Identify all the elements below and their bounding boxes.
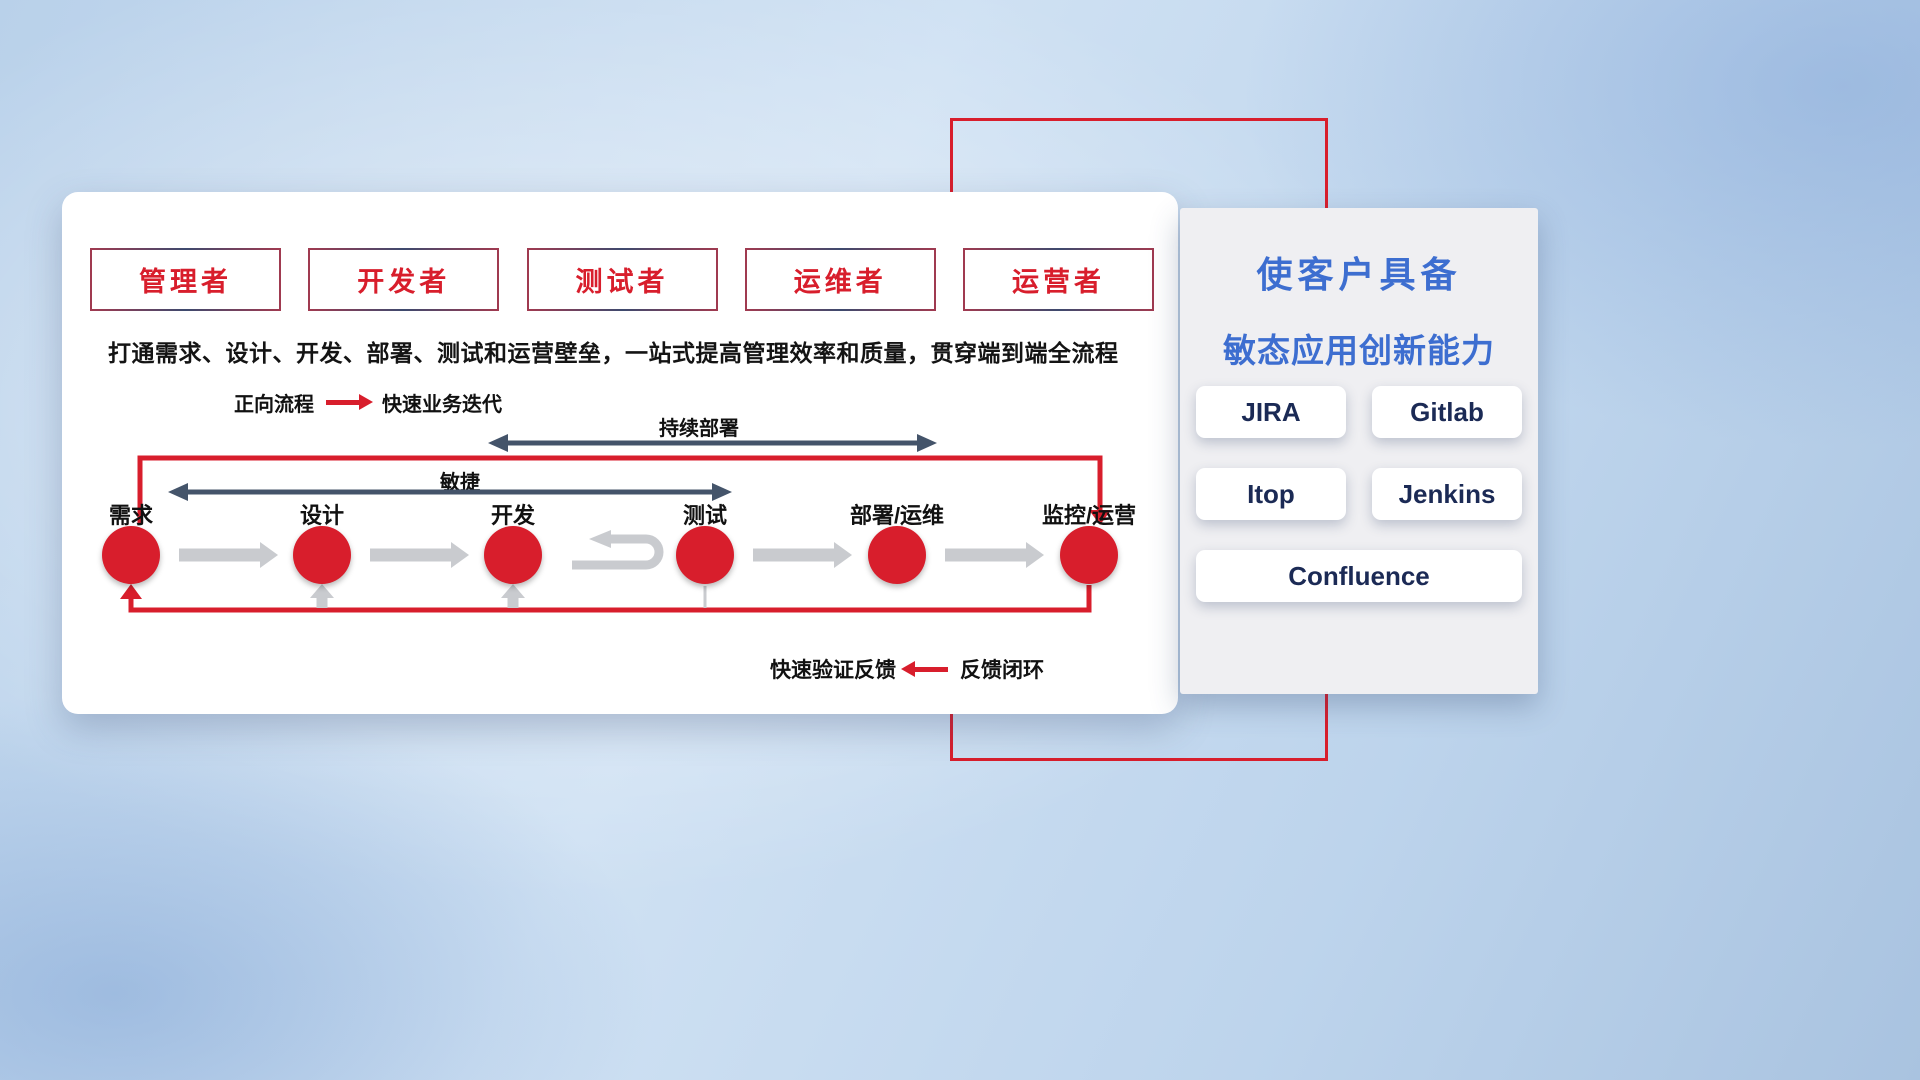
capability-panel: 使客户具备 敏态应用创新能力 JIRA Gitlab Itop Jenkins …: [1180, 208, 1538, 694]
role-label: 运营者: [1012, 267, 1105, 297]
stage-node-monitor-ops: [1060, 526, 1118, 584]
role-box-operator: 运维者: [744, 248, 936, 311]
role-label: 测试者: [575, 267, 669, 297]
stage-label-monitor-ops: 监控/运营: [1041, 503, 1137, 528]
legend-feedback-value: 反馈闭环: [960, 659, 1044, 682]
legend-feedback-label: 快速验证反馈: [770, 659, 896, 682]
stage-node-development: [484, 526, 542, 584]
legend-feedback: 快速验证反馈 反馈闭环: [770, 654, 1044, 684]
feedback-loop-arrow: [120, 584, 1092, 613]
iteration-loop-icon: [572, 530, 664, 570]
stage-label-deploy-ops: 部署/运维: [849, 503, 945, 528]
role-label: 运维者: [793, 267, 887, 297]
role-box-business-operator: 运营者: [963, 248, 1154, 311]
legend-forward-label: 正向流程: [234, 394, 314, 416]
stage-label-design: 设计: [299, 503, 345, 528]
role-box-manager: 管理者: [90, 248, 281, 311]
stage-node-testing: [676, 526, 734, 584]
role-boxes-row: 管理者 开发者 测试者 运维者 运营者: [90, 248, 1154, 311]
tool-jenkins: Jenkins: [1372, 468, 1522, 520]
devops-flow-card: 管理者 开发者 测试者 运维者 运营者 打通需求、设计、开发、部署、测试和运营壁…: [62, 192, 1178, 714]
tool-itop: Itop: [1196, 468, 1346, 520]
stage-node-requirements: [102, 526, 160, 584]
agile-label: 敏捷: [440, 472, 480, 494]
stage-label-requirements: 需求: [108, 503, 154, 528]
continuous-deploy-label: 持续部署: [659, 418, 739, 440]
forward-arrow-icon: [326, 394, 373, 410]
stage-label-development: 开发: [490, 503, 536, 528]
feedback-up-arrows: [310, 584, 707, 608]
role-label: 开发者: [357, 267, 451, 297]
tools-grid: JIRA Gitlab Itop Jenkins Confluence: [1196, 386, 1522, 602]
flow-description: 打通需求、设计、开发、部署、测试和运营壁垒，一站式提高管理效率和质量，贯穿端到端…: [108, 340, 1119, 366]
role-box-tester: 测试者: [526, 248, 718, 311]
forward-loop-arrow: [137, 455, 1111, 525]
tool-gitlab: Gitlab: [1372, 386, 1522, 438]
role-label: 管理者: [139, 267, 232, 297]
tool-confluence: Confluence: [1196, 550, 1522, 602]
legend-forward: 正向流程 快速业务迭代: [234, 388, 502, 417]
legend-forward-value: 快速业务迭代: [382, 394, 502, 416]
tool-jira: JIRA: [1196, 386, 1346, 438]
feedback-arrow-icon: [901, 660, 948, 677]
role-box-developer: 开发者: [308, 248, 500, 311]
panel-title-line1: 使客户具备: [1256, 254, 1462, 295]
stage-node-deploy-ops: [868, 526, 926, 584]
stage-label-testing: 测试: [682, 503, 728, 528]
stage-node-design: [293, 526, 351, 584]
panel-title-line2: 敏态应用创新能力: [1223, 332, 1495, 369]
